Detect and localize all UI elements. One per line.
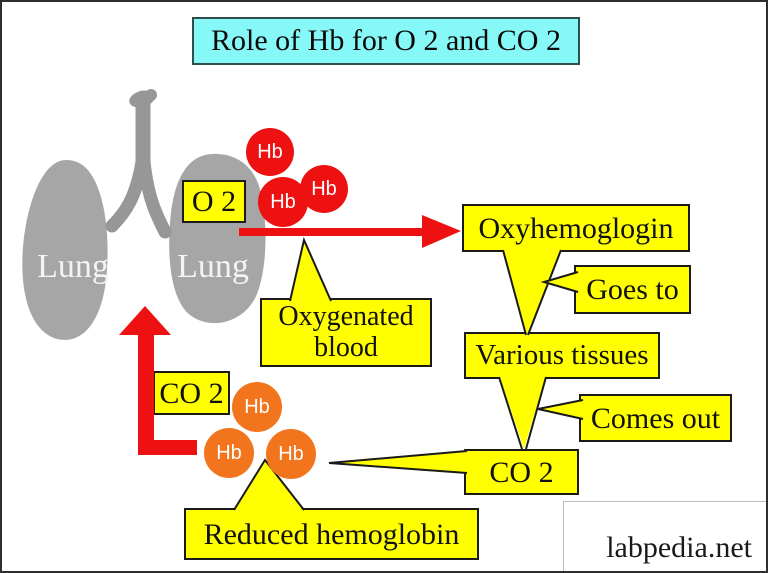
comes-out-pointer xyxy=(537,399,584,420)
co2-right-pointer xyxy=(328,450,468,474)
reduced-hemoglobin-box: Reduced hemoglobin xyxy=(184,508,479,560)
watermark-text: labpedia.net xyxy=(606,531,752,564)
oxyhemoglogin-pointer xyxy=(502,248,562,336)
goes-to-pointer xyxy=(540,271,579,293)
oxygenated-blood-box: Oxygenated blood xyxy=(260,298,432,367)
watermark-frame xyxy=(563,501,766,571)
co2-left-box: CO 2 xyxy=(153,371,230,415)
various-tissues-box: Various tissues xyxy=(464,332,660,379)
oxygenated-blood-pointer xyxy=(289,236,332,303)
right-lung-label: Lung xyxy=(177,248,249,285)
hb-orange-circle-1: Hb xyxy=(232,382,282,432)
comes-out-box: Comes out xyxy=(579,394,732,442)
trachea-icon xyxy=(105,89,172,239)
oxygenated-blood-line1: Oxygenated xyxy=(278,300,414,332)
o2-box: O 2 xyxy=(182,180,246,223)
co2-right-box: CO 2 xyxy=(464,449,579,495)
hb-orange-circle-3: Hb xyxy=(266,429,316,479)
left-lung-label: Lung xyxy=(37,248,109,285)
diagram-title: Role of Hb for O 2 and CO 2 xyxy=(192,17,580,65)
hb-red-circle-1: Hb xyxy=(246,128,294,176)
hb-orange-circle-2: Hb xyxy=(204,428,254,478)
oxyhemoglogin-box: Oxyhemoglogin xyxy=(462,204,690,252)
various-tissues-pointer xyxy=(498,375,547,450)
hb-red-circle-3: Hb xyxy=(300,165,348,213)
oxygenated-blood-line2: blood xyxy=(314,331,378,363)
goes-to-box: Goes to xyxy=(574,265,691,314)
